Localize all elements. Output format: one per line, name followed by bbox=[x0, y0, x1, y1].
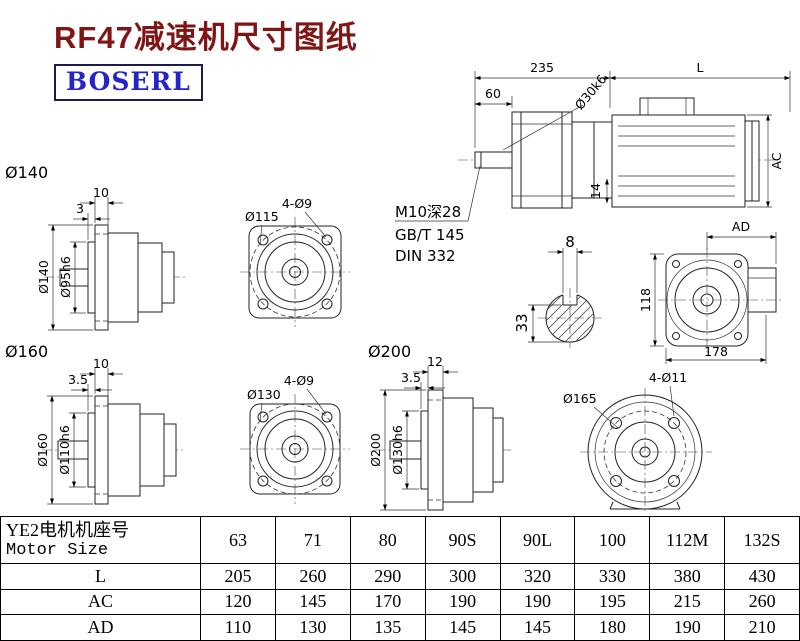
table-cell: 260 bbox=[274, 563, 351, 590]
flange115-front-view: 4-Ø9 Ø115 bbox=[240, 196, 350, 327]
size-col-header: 112M bbox=[649, 516, 726, 564]
dim-4d9-bottom-label: 4-Ø9 bbox=[284, 373, 314, 388]
dim-d130h6-label: Ø130h6 bbox=[390, 425, 405, 475]
table-header-row: YE2电机机座号 Motor Size 63 71 80 90S 90L 100… bbox=[0, 516, 800, 564]
note-standard-gbt-label: GB/T 145 bbox=[395, 226, 465, 244]
flange140-side-view: 10 3 Ø140 Ø95h6 bbox=[36, 185, 186, 331]
dim-10-label: 10 bbox=[93, 185, 109, 200]
table-cell: 210 bbox=[724, 614, 800, 641]
table-cell: 120 bbox=[200, 588, 276, 616]
motor-size-table: YE2电机机座号 Motor Size 63 71 80 90S 90L 100… bbox=[0, 516, 800, 641]
table-cell: 380 bbox=[649, 563, 726, 590]
main-assembly-side-view bbox=[458, 97, 775, 209]
motor-cooling-fins bbox=[618, 125, 735, 197]
table-cell: 145 bbox=[424, 614, 501, 641]
dim-4d9-top-label: 4-Ø9 bbox=[282, 196, 312, 211]
dim-d130-label: Ø130 bbox=[247, 387, 281, 402]
dim-d95h6-label: Ø95h6 bbox=[58, 256, 73, 298]
table-row-L: L 205 260 290 300 320 330 380 430 bbox=[0, 563, 800, 590]
dim-d160-label: Ø160 bbox=[35, 433, 50, 467]
size-col-header: 90L bbox=[499, 516, 576, 564]
table-cell: 205 bbox=[200, 563, 276, 590]
technical-drawing-canvas: 235 L 60 Ø30k6 AC 14 M10深28 GB/T 145 DIN… bbox=[5, 60, 791, 514]
table-cell: 170 bbox=[349, 588, 426, 616]
table-cell: 290 bbox=[349, 563, 426, 590]
dim-d165-label: Ø165 bbox=[563, 391, 597, 406]
table-cell: 135 bbox=[349, 614, 426, 641]
dim-key-width-label: 8 bbox=[565, 233, 575, 251]
shaft-keyway-section-view: 8 33 bbox=[513, 233, 602, 348]
dim-key-height-label: 33 bbox=[513, 313, 531, 332]
size-col-header: 132S bbox=[724, 516, 800, 564]
size-col-header: 80 bbox=[349, 516, 426, 564]
dim-35a-label: 3.5 bbox=[68, 372, 88, 387]
dim-L-label: L bbox=[697, 60, 704, 75]
size-col-header: 90S bbox=[424, 516, 501, 564]
table-cell: 330 bbox=[574, 563, 651, 590]
dim-d140-label: Ø140 bbox=[36, 260, 51, 294]
table-cell: 320 bbox=[499, 563, 576, 590]
table-cell: 215 bbox=[649, 588, 726, 616]
table-cell: 190 bbox=[649, 614, 726, 641]
table-cell: 145 bbox=[499, 614, 576, 641]
dim-AC-label: AC bbox=[769, 152, 784, 169]
dim-118-label: 118 bbox=[638, 288, 653, 312]
table-cell: 260 bbox=[724, 588, 800, 616]
dim-4d11-label: 4-Ø11 bbox=[649, 370, 687, 385]
dim-178-label: 178 bbox=[704, 344, 728, 359]
dim-d200-label: Ø200 bbox=[368, 433, 383, 467]
motor-flange-front-view: Ø165 4-Ø11 bbox=[563, 370, 712, 514]
main-view-dimensions: 235 L 60 Ø30k6 AC 14 M10深28 GB/T 145 DIN… bbox=[395, 60, 791, 265]
row-label-AD: AD bbox=[0, 614, 201, 641]
size-col-header: 63 bbox=[200, 516, 276, 564]
table-cell: 180 bbox=[574, 614, 651, 641]
table-cell: 195 bbox=[574, 588, 651, 616]
motor-frame-label-en: Motor Size bbox=[6, 541, 109, 560]
table-header-cell: YE2电机机座号 Motor Size bbox=[0, 516, 201, 564]
page-title: RF47减速机尺寸图纸 bbox=[54, 20, 358, 55]
dim-12-label: 12 bbox=[427, 354, 443, 369]
motor-frame-label-cn: YE2电机机座号 bbox=[6, 520, 129, 540]
table-cell: 190 bbox=[424, 588, 501, 616]
note-standard-din-label: DIN 332 bbox=[395, 247, 456, 265]
row-label-L: L bbox=[0, 563, 201, 590]
size-col-header: 71 bbox=[274, 516, 351, 564]
dim-d115-label: Ø115 bbox=[245, 209, 279, 224]
dim-10b-label: 10 bbox=[93, 356, 109, 371]
flange160-side-view: 10 3.5 Ø160 Ø110h6 bbox=[35, 356, 186, 505]
table-row-AC: AC 120 145 170 190 190 195 215 260 bbox=[0, 588, 800, 616]
dim-35b-label: 3.5 bbox=[401, 370, 421, 385]
note-thread-label: M10深28 bbox=[395, 203, 461, 221]
dim-d110h6-label: Ø110h6 bbox=[57, 425, 72, 475]
table-cell: 110 bbox=[200, 614, 276, 641]
table-cell: 145 bbox=[274, 588, 351, 616]
row-label-AC: AC bbox=[0, 588, 201, 616]
dim-3-label: 3 bbox=[76, 201, 84, 216]
table-row-AD: AD 110 130 135 145 145 180 190 210 bbox=[0, 614, 800, 641]
flange200-side-view: 12 3.5 Ø200 Ø130h6 bbox=[368, 354, 512, 511]
dim-14-label: 14 bbox=[588, 183, 603, 199]
dim-235-label: 235 bbox=[530, 60, 554, 75]
boserl-logo: BOSERL bbox=[54, 64, 203, 101]
dim-60-label: 60 bbox=[485, 86, 501, 101]
table-cell: 300 bbox=[424, 563, 501, 590]
table-cell: 190 bbox=[499, 588, 576, 616]
dim-AD-label: AD bbox=[732, 219, 750, 234]
label-flange200: Ø200 bbox=[368, 342, 411, 361]
label-flange160: Ø160 bbox=[5, 342, 48, 361]
label-flange140: Ø140 bbox=[5, 163, 48, 182]
table-cell: 430 bbox=[724, 563, 800, 590]
size-col-header: 100 bbox=[574, 516, 651, 564]
table-cell: 130 bbox=[274, 614, 351, 641]
motor-rear-view: AD 118 178 bbox=[638, 219, 784, 364]
flange130-front-view: 4-Ø9 Ø130 bbox=[240, 373, 350, 504]
